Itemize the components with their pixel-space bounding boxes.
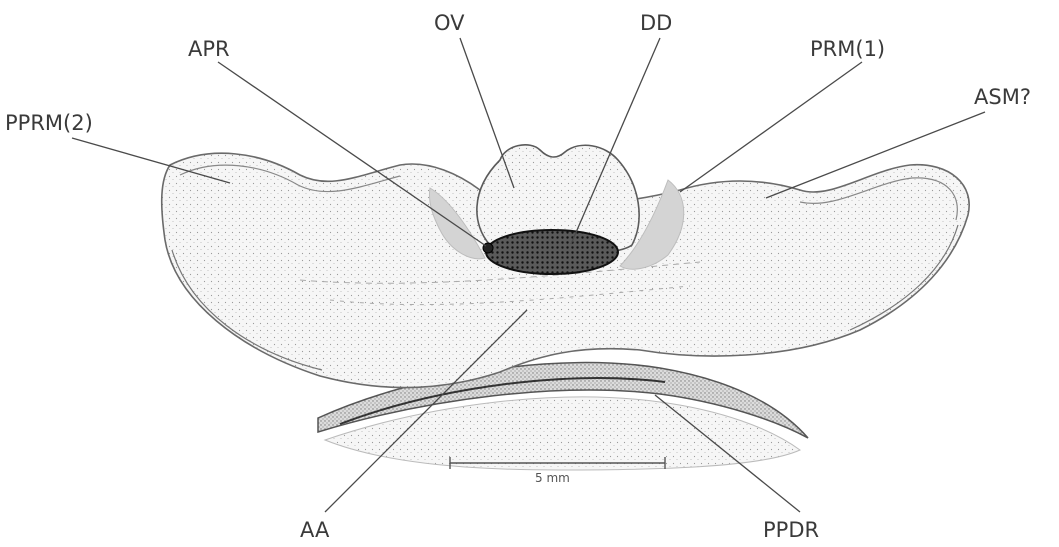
label-dd: DD	[640, 11, 672, 35]
label-ov: OV	[434, 11, 465, 35]
leader-ov	[460, 38, 514, 188]
dorsal-disc	[486, 230, 618, 274]
label-apr: APR	[188, 37, 230, 61]
label-aa: AA	[300, 518, 330, 542]
leader-prm1	[680, 62, 862, 192]
label-pprm2: PPRM(2)	[5, 111, 93, 135]
scale-bar-label: 5 mm	[535, 471, 570, 485]
label-asm: ASM?	[974, 85, 1031, 109]
label-prm1: PRM(1)	[810, 37, 885, 61]
label-ppdr: PPDR	[763, 518, 819, 542]
